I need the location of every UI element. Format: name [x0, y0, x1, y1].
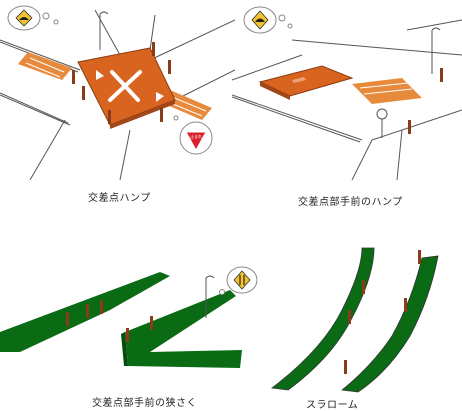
- caption-slalom: スラローム: [306, 400, 359, 411]
- slalom-illustration: [262, 240, 462, 398]
- crosswalk-stripes: [352, 78, 422, 104]
- hump-warning-sign-icon: [7, 5, 59, 31]
- street-lamp-icon: [205, 275, 215, 318]
- hump-warning-sign-icon: [243, 6, 293, 34]
- bollards: [344, 250, 421, 374]
- bollards: [72, 42, 171, 124]
- street-lamp-icon: [99, 11, 109, 50]
- street-lamp-icon: [431, 27, 441, 74]
- narrowing-warning-sign-icon: [219, 266, 258, 295]
- slalom-curb: [270, 247, 439, 393]
- stop-sign-label: 止まれ: [190, 133, 202, 139]
- bollards: [66, 300, 153, 342]
- stop-sign-icon: 止まれ: [173, 115, 213, 155]
- caption-intersection-hump: 交差点ハンプ: [88, 193, 151, 204]
- narrowing-curb: [0, 272, 242, 368]
- caption-pre-intersection-hump: 交差点部手前のハンプ: [298, 197, 403, 208]
- road-hump: [258, 65, 354, 100]
- pre-intersection-narrowing-illustration: [0, 262, 260, 396]
- pre-intersection-hump-illustration: [232, 0, 462, 180]
- road-sign-post-icon: [376, 108, 388, 138]
- bollards: [408, 68, 443, 134]
- intersection-hump: [77, 47, 176, 129]
- intersection-hump-illustration: 止まれ: [0, 0, 235, 180]
- caption-pre-intersection-narrowing: 交差点部手前の狭さく: [92, 398, 197, 409]
